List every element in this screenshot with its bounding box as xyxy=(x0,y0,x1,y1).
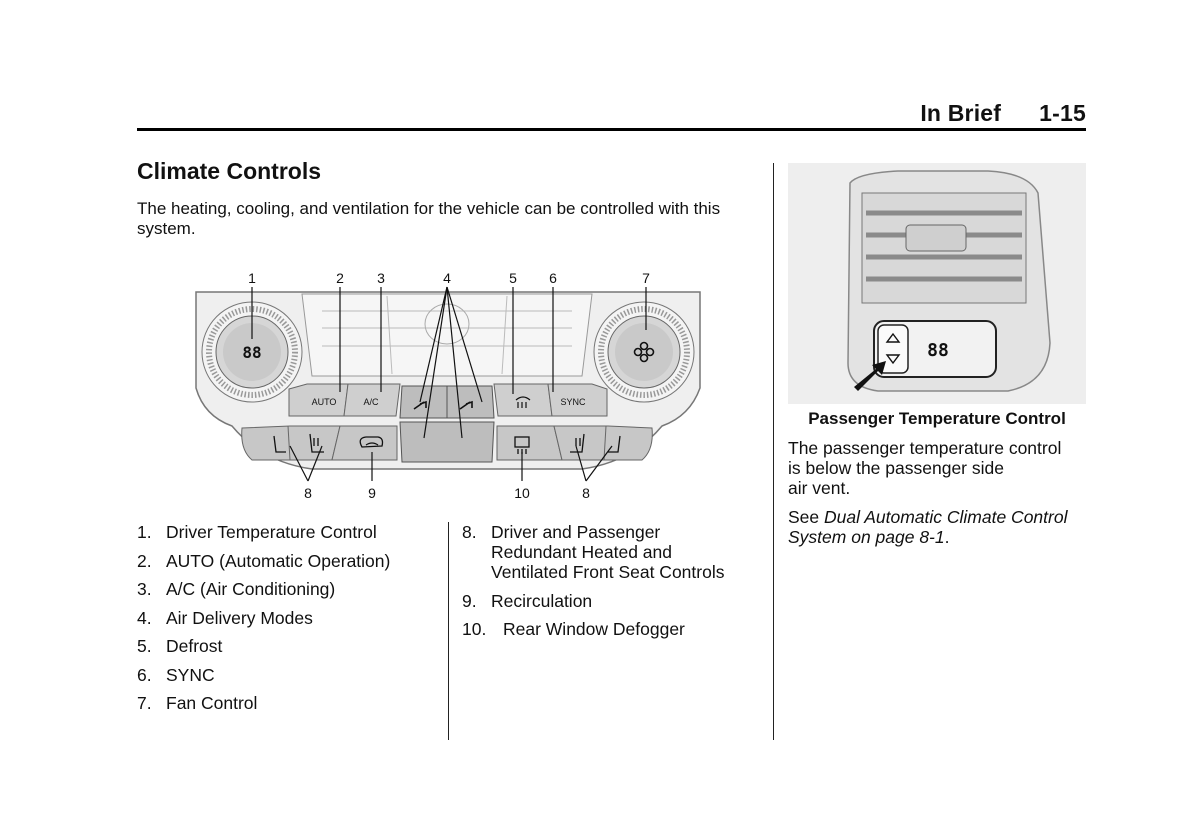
list-number: 10. xyxy=(462,619,487,639)
callout-7: 7 xyxy=(642,270,650,286)
list-item: 9. Recirculation xyxy=(462,591,762,611)
list-item: 3. A/C (Air Conditioning) xyxy=(137,579,437,599)
cross-reference-paragraph: See Dual Automatic Climate Control Syste… xyxy=(788,507,1098,547)
callout-10: 10 xyxy=(514,485,530,501)
list-item: 4. Air Delivery Modes xyxy=(137,608,437,628)
callout-4: 4 xyxy=(443,270,451,286)
list-text: Defrost xyxy=(166,636,223,656)
center-vent-frame xyxy=(301,293,593,377)
list-number: 4. xyxy=(137,607,152,628)
para-line: The passenger temperature control xyxy=(788,438,1062,458)
header-rule xyxy=(137,128,1086,131)
list-text: Air Delivery Modes xyxy=(166,607,313,628)
top-button-row: AUTO A/C SYNC xyxy=(288,383,608,419)
list-number: 5. xyxy=(137,636,152,656)
passenger-temp-display: 88 xyxy=(927,340,949,361)
list-number: 9. xyxy=(462,590,477,611)
list-item: 5. Defrost xyxy=(137,636,437,656)
recirculation-icon xyxy=(359,436,384,448)
passenger-control-photo: 88 xyxy=(788,163,1086,404)
running-header: In Brief 1-15 xyxy=(880,100,1086,127)
climate-control-panel-illustration: 1 2 3 4 5 6 7 8 9 10 8 88 xyxy=(195,270,701,501)
list-number: 1. xyxy=(137,522,152,542)
intro-paragraph: The heating, cooling, and ventilation fo… xyxy=(137,199,721,238)
fan-icon xyxy=(633,341,655,363)
list-text-line: Driver and Passenger xyxy=(491,522,661,542)
list-text-line: Ventilated Front Seat Controls xyxy=(491,562,725,582)
list-number: 6. xyxy=(137,664,152,685)
passenger-control-paragraph: The passenger temperature control is bel… xyxy=(788,438,1098,498)
list-text-line: Rear Window Defogger xyxy=(503,619,685,639)
header-page-number: 1-15 xyxy=(1039,100,1086,126)
down-arrow-icon xyxy=(885,354,901,365)
para-line: air vent. xyxy=(788,478,851,498)
callout-1: 1 xyxy=(248,270,256,286)
ac-button-label: A/C xyxy=(363,397,379,407)
callout-5: 5 xyxy=(509,270,517,286)
defrost-icon xyxy=(515,396,531,408)
list-text: SYNC xyxy=(166,664,215,685)
callout-8-left: 8 xyxy=(304,485,312,501)
bottom-button-row xyxy=(241,421,653,463)
callout-2: 2 xyxy=(336,270,344,286)
section-title: Climate Controls xyxy=(137,158,322,184)
list-number: 2. xyxy=(137,550,152,571)
see-prefix: See xyxy=(788,507,824,527)
sync-button-label: SYNC xyxy=(560,397,586,407)
passenger-control-illustration: 88 xyxy=(788,163,1086,404)
driver-temp-display: 88 xyxy=(242,343,261,362)
list-item: 1. Driver Temperature Control xyxy=(137,522,437,542)
page-column-divider xyxy=(773,163,774,740)
list-text: A/C (Air Conditioning) xyxy=(166,579,336,599)
callout-6: 6 xyxy=(549,270,557,286)
list-text-line: Recirculation xyxy=(491,590,593,611)
photo-caption: Passenger Temperature Control xyxy=(808,409,1066,428)
up-arrow-icon xyxy=(885,332,901,343)
list-item: 7. Fan Control xyxy=(137,693,437,713)
callout-9: 9 xyxy=(368,485,376,501)
list-number: 3. xyxy=(137,579,152,599)
cross-reference-link[interactable]: Dual Automatic Climate Control xyxy=(824,507,1068,527)
cross-reference-link-cont[interactable]: System on page 8-1 xyxy=(788,527,945,547)
list-item: 2. AUTO (Automatic Operation) xyxy=(137,551,437,571)
para-line: is below the passenger side xyxy=(788,458,1004,478)
list-item: 10. Rear Window Defogger xyxy=(462,619,762,639)
list-item: 6. SYNC xyxy=(137,665,437,685)
fan-control-knob xyxy=(593,301,695,403)
callout-leader-lines xyxy=(251,286,647,482)
list-text: Fan Control xyxy=(166,693,258,713)
header-section: In Brief xyxy=(920,100,1002,126)
list-text: AUTO (Automatic Operation) xyxy=(166,550,391,571)
pointer-arrow-icon xyxy=(854,361,886,391)
callout-8-right: 8 xyxy=(582,485,590,501)
callout-3: 3 xyxy=(377,270,385,286)
driver-temperature-knob: 88 xyxy=(201,301,303,403)
callout-list-left: 1. Driver Temperature Control 2. AUTO (Aut… xyxy=(137,522,437,722)
period: . xyxy=(944,527,950,547)
list-number: 7. xyxy=(137,693,152,713)
list-text-line: Redundant Heated and xyxy=(491,542,672,562)
list-text: Driver Temperature Control xyxy=(166,522,377,542)
list-column-divider xyxy=(448,522,449,740)
auto-button-label: AUTO xyxy=(312,397,337,407)
rear-defog-icon xyxy=(514,436,530,454)
seat-heat-icons xyxy=(273,433,621,453)
list-number: 8. xyxy=(462,522,477,542)
